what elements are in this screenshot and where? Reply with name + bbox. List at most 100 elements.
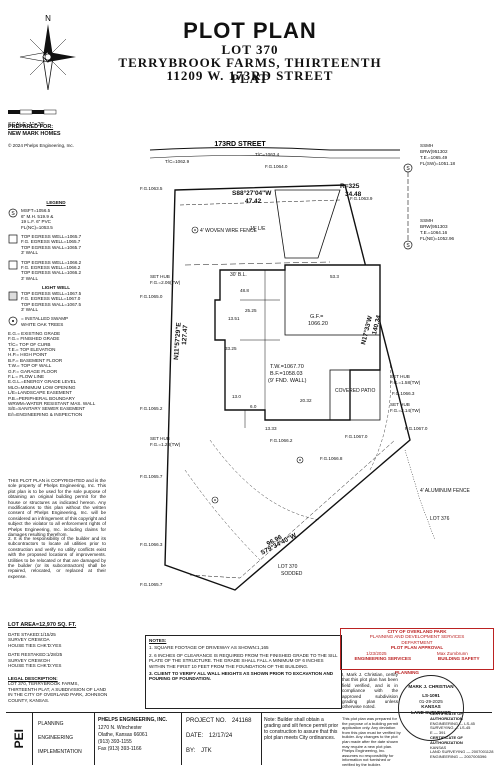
grade-label: F.G.1064.0 [265, 164, 288, 169]
dimension-label: 53.3 [330, 274, 339, 279]
patio-label: COVERED PATIO [335, 388, 375, 394]
garage-floor-value: 1066.20 [308, 321, 328, 327]
date-line: HOUSE TIES CHK'D:YES [8, 663, 62, 669]
abbr-item: L/E=LANDSCAPE EASEMENT [8, 390, 72, 396]
company-address: 1270 N. Winchester [98, 725, 142, 731]
seal-date: 01-29-2025 [419, 698, 443, 704]
approval-title: CITY OF OVERLAND PARK [387, 629, 447, 634]
tree-icon [296, 456, 304, 464]
ssmh2-line: T.E.=1064.16 [420, 230, 448, 235]
date-line: HOUSE TIES CHK'D:YES [8, 642, 62, 648]
dimension-label: 13.0 [232, 394, 241, 399]
approval-dept2: DEPARTMENT [401, 639, 433, 645]
ssmh1-line: FL(SW)=1051.18 [420, 161, 456, 166]
fence-label: 4' ALUMINUM FENCE [420, 488, 471, 494]
prepared-for-label: PREPARED FOR: [8, 124, 54, 130]
light-well-title: LIGHT WELL [41, 285, 71, 291]
distance-right: 140.34 [371, 314, 383, 335]
dimension-label: 25.25 [245, 308, 257, 313]
dimension-label: 20.32 [300, 398, 312, 403]
discipline: ENGINEERING [38, 735, 74, 741]
street-name: 173RD STREET [214, 141, 266, 148]
legend-light-line: F.G. EGRESS WELL=1067.0 [21, 296, 81, 302]
project-value: 241168 [231, 718, 252, 724]
title-block: PEI PLANNING ENGINEERING IMPLEMENTATION … [6, 712, 492, 767]
dimension-label: 33.25 [225, 346, 237, 351]
cert-line: CERTIFICATE OF AUTHORIZATION [430, 734, 463, 745]
set-hub-value: F.G.=2.06(TW) [150, 280, 181, 285]
lot-right-label: LOT 376 [430, 516, 450, 522]
set-hub-label: SET HUB [150, 274, 170, 279]
approval-planning: PLANNING [395, 670, 419, 675]
street-address: 11209 W. 173RD STREET [166, 68, 334, 83]
abbr-item: P.B.=PERIPHERAL BOUNDARY [8, 395, 75, 401]
easement-line [179, 199, 341, 206]
lot-number: LOT 370 [221, 42, 279, 57]
abbr-item: WRWM=WATER RESISTANT MAS. WALL [8, 401, 96, 406]
abbr-item: E/I=ENGINEERING & INSPECTION [8, 411, 83, 417]
basement-floor: B.F.=1058.03 [270, 371, 303, 377]
manhole-icon: S [8, 208, 18, 219]
cert-line: LAND SURVEYING — 2007001128 [430, 749, 494, 755]
abbr-item: T/C= TOP OF CURB [8, 341, 51, 347]
abbr-item: B.F.= BASEMENT FLOOR [8, 357, 63, 363]
project-date: DATE: 12/17/24 [186, 733, 232, 739]
company-phone: (913) 393-1155 [98, 739, 132, 745]
copyright-note: THIS PLOT PLAN is COPYRIGHTED and is the… [8, 478, 106, 538]
bearing-left: N11°57'29"E [172, 321, 183, 360]
ssmh2-line: SSMH [420, 218, 433, 223]
approval-date-row: 1/23/2025 Max Zumbrunn [341, 651, 493, 656]
legend-sanitary-line: 6" M.H. 519.9 & [21, 213, 54, 219]
legend-trees-line: WHITE OAK TREES [21, 321, 64, 327]
approval-date: 1/23/2025 [366, 650, 387, 656]
builder-note: 2. It is the responsibility of the build… [8, 536, 106, 579]
fence-line [404, 449, 436, 541]
project-by: BY: JTK [186, 748, 212, 754]
legend-egress-line: TOP EGRESS WALL=1066.2 [21, 270, 82, 276]
company-name: PHELPS ENGINEERING, INC. [98, 717, 168, 723]
certificate-of-authorization: CERTIFICATE OF AUTHORIZATION ENGINEERING… [430, 711, 494, 760]
cert-line: SURVEYING — LS-45 [430, 725, 471, 731]
legend-light-line: TOP EGRESS WELL=1067.5 [21, 290, 82, 296]
cert-line: E — 391 [430, 730, 446, 736]
distance-top: 47.42 [245, 198, 262, 205]
date-value: 12/17/24 [208, 733, 233, 739]
grade-label: F.G.1065.2 [140, 406, 163, 411]
legend-egress-line: TOP EGRESS WELL=1066.2 [21, 259, 82, 265]
note-item: 1. SQUARE FOOTAGE OF DRIVEWAY AS SHOWN:1… [149, 645, 269, 651]
legend-title: LEGEND [46, 200, 66, 205]
company-logo: PEI [6, 713, 33, 765]
covered-patio [329, 369, 381, 421]
svg-text:S: S [406, 243, 410, 249]
set-hub-label: SET HUB [390, 374, 410, 379]
builder-permit-note: Note: Builder shall obtain a grading and… [264, 717, 339, 741]
staking-dates: DATE STAKED:1/15/25 SURVEY CREW:DA HOUSE… [8, 632, 108, 668]
dimension-label: 13.33 [265, 426, 277, 431]
curve-length: 34.48 [345, 191, 362, 198]
legend-trees-line: = INSTALLED SWAMP [21, 316, 69, 322]
company-fax: Fax (913) 393-1166 [98, 746, 142, 752]
legend-egress-2: TOP EGRESS WELL=1066.2 F.G. EGRESS WELL=… [8, 260, 104, 282]
copyright-line: © 2024 Phelps Engineering, Inc. [8, 143, 74, 148]
legal-text: LOT 370, TERRYBROOK FARMS, THIRTEENTH PL… [8, 681, 108, 703]
plot-plan-validity-note: This plot plan was prepared for the purp… [342, 716, 401, 767]
seal-name: MARK J. CHRISTIAN [408, 684, 454, 689]
landscape-easement: 15' L/E [250, 226, 266, 232]
setback-line [184, 261, 331, 266]
grade-label: T/C=1063.4 [255, 152, 280, 157]
dimension-label: 48.8 [240, 288, 249, 293]
easement-line [189, 439, 396, 579]
legend-egress-1: TOP EGRESS WELL=1065.7 F.G. EGRESS WELL=… [8, 234, 104, 256]
legend-egress-line: F.G. EGRESS WELL=1066.2 [21, 265, 81, 271]
date-line: SURVEY CREW:DH [8, 657, 50, 663]
prepared-for-name: NEW MARK HOMES [8, 131, 61, 137]
date-line: DATE RESTAKED:1/28/25 [8, 652, 63, 658]
set-hub-value: F.G.=1.58(TW) [390, 380, 421, 385]
legend-light-line: TOP EGRESS WALL=1067.5 [21, 301, 82, 307]
abbr-item: MLO=MINIMUM LOW OPENING [8, 384, 76, 390]
ssmh2-line: BRW(951303 [420, 224, 448, 229]
plan-sodded: SODDED [281, 571, 303, 577]
street-curb-line [149, 155, 400, 159]
note-item: 3. CLIENT TO VERIFY ALL WALL HEIGHTS AS … [149, 671, 334, 682]
tree-icon [211, 496, 219, 504]
